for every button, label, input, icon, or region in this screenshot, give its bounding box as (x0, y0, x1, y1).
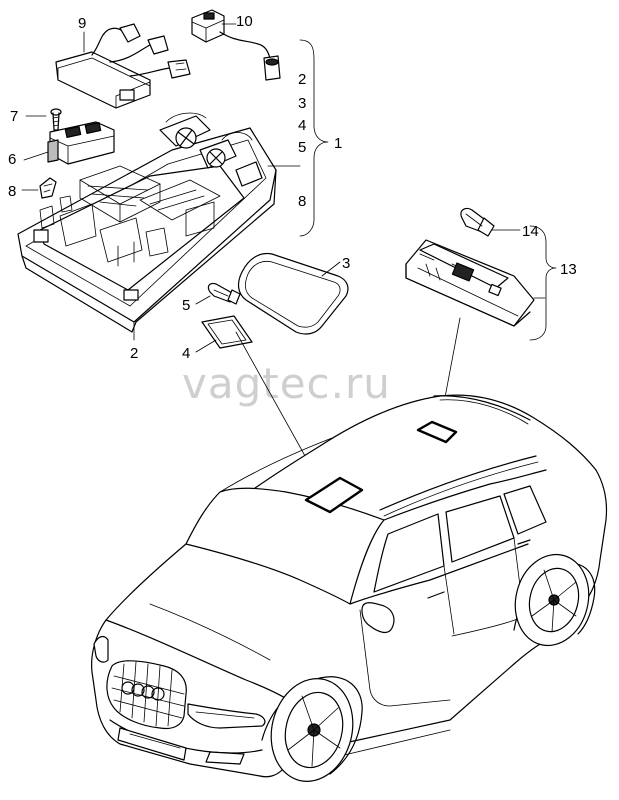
callout-group-8[interactable]: 8 (298, 193, 306, 210)
part-1-roof-console[interactable] (17, 112, 277, 333)
part-9-control-module[interactable] (55, 23, 191, 109)
part-4-small-lens[interactable] (201, 315, 253, 349)
part-7-screw[interactable] (50, 108, 62, 131)
callout-4[interactable]: 4 (182, 345, 190, 362)
callout-10[interactable]: 10 (236, 13, 253, 30)
part-8-clip[interactable] (39, 177, 57, 199)
callout-3[interactable]: 3 (342, 255, 350, 272)
watermark-text: vagtec.ru (182, 359, 391, 408)
part-13-reading-lamp[interactable] (405, 239, 535, 327)
callout-labels: 9 10 7 6 8 2 5 4 3 2 3 4 5 8 1 14 13 (8, 13, 577, 362)
callout-group-4[interactable]: 4 (298, 117, 306, 134)
part-5-bulb[interactable] (207, 282, 241, 305)
callout-6[interactable]: 6 (8, 151, 16, 168)
part-3-lens-cover[interactable] (237, 252, 349, 335)
callout-1[interactable]: 1 (334, 135, 342, 152)
part-10-sensor-cable[interactable] (191, 9, 281, 81)
callout-group-5[interactable]: 5 (298, 139, 306, 156)
callout-5[interactable]: 5 (182, 297, 190, 314)
callout-7[interactable]: 7 (10, 108, 18, 125)
part-14-bulb[interactable] (460, 207, 495, 237)
callout-2[interactable]: 2 (130, 345, 138, 362)
callout-9[interactable]: 9 (78, 15, 86, 32)
callout-group-2[interactable]: 2 (298, 71, 306, 88)
callout-8[interactable]: 8 (8, 183, 16, 200)
callout-13[interactable]: 13 (560, 261, 577, 278)
vehicle-audi-q3 (91, 394, 608, 782)
callout-14[interactable]: 14 (522, 223, 539, 240)
audi-rings-logo (121, 681, 165, 701)
callout-group-3[interactable]: 3 (298, 95, 306, 112)
part-6-switch-unit[interactable] (47, 121, 115, 165)
